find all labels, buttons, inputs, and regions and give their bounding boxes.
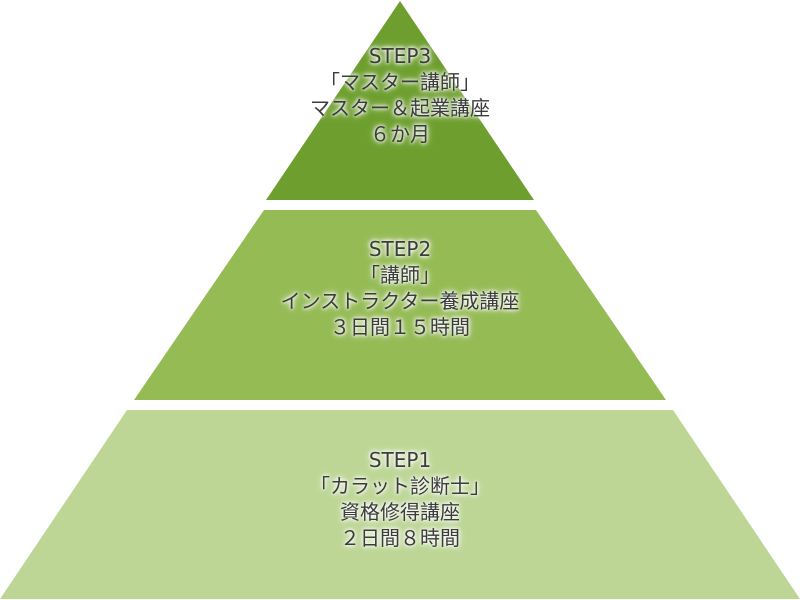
course-duration: ３日間１５時間 (330, 315, 470, 339)
role-title: 「講師」 (360, 263, 440, 287)
tier-step1-shape (0, 410, 800, 599)
tier-step2-label: STEP2 「講師」 インストラクター養成講座 ３日間１５時間 (0, 236, 800, 340)
tier-step1-label: STEP1 「カラット診断士」 資格修得講座 ２日間８時間 (0, 447, 800, 551)
course-name: マスター＆起業講座 (310, 96, 490, 120)
step-label: STEP1 (368, 448, 432, 472)
role-title: 「カラット診断士」 (310, 474, 490, 498)
course-duration: ２日間８時間 (340, 526, 460, 550)
tier-step3-shape (266, 1, 534, 200)
role-title: 「マスター講師」 (320, 70, 480, 94)
course-duration: ６か月 (370, 122, 430, 146)
tier-step2-shape (134, 210, 666, 400)
step-label: STEP3 (368, 44, 432, 68)
course-name: 資格修得講座 (340, 500, 460, 524)
tier-step3-label: STEP3 「マスター講師」 マスター＆起業講座 ６か月 (0, 43, 800, 147)
step-label: STEP2 (368, 237, 432, 261)
course-name: インストラクター養成講座 (280, 289, 520, 313)
